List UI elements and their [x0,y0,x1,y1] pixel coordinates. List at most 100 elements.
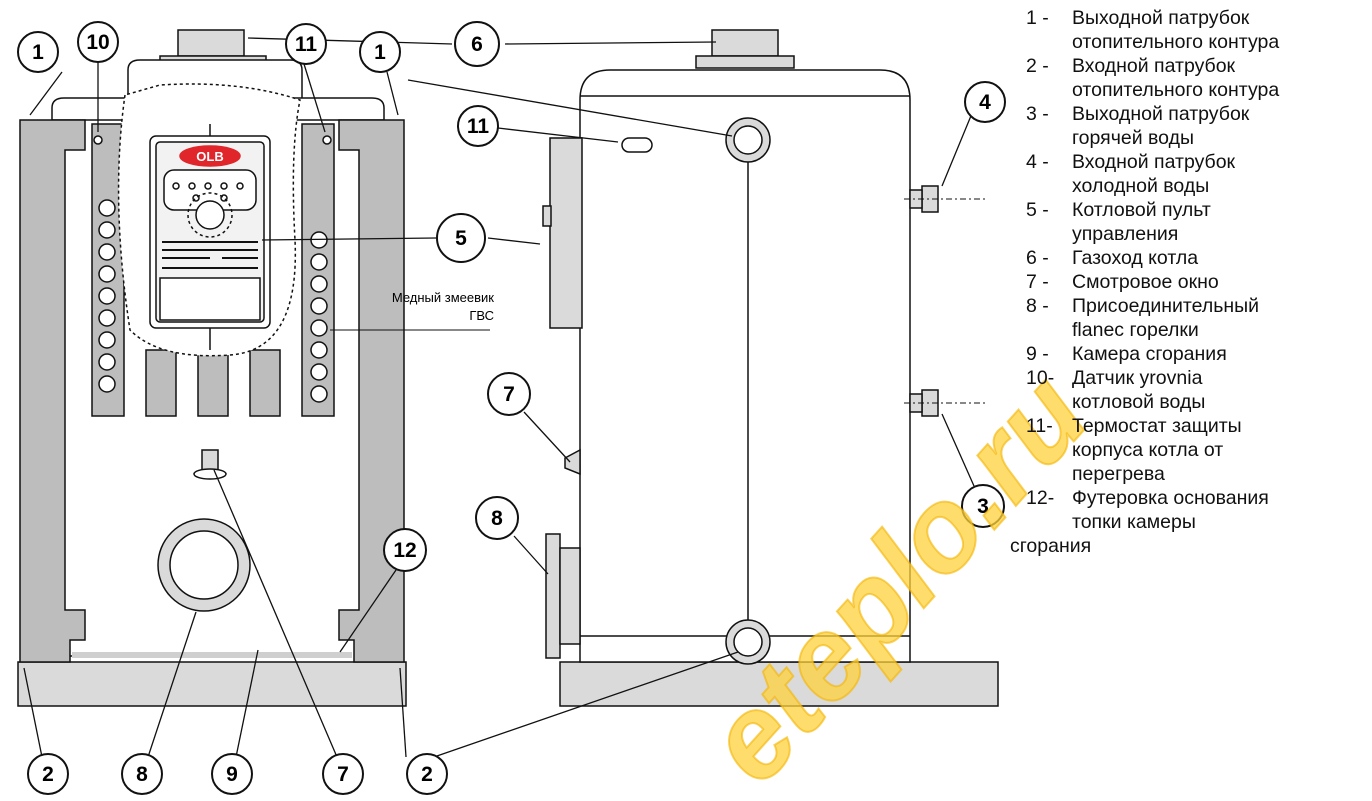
legend-tail: сгорания [1010,535,1092,557]
legend-number [1010,318,1072,342]
legend-number: 4 - [1026,151,1049,173]
callout-12-label: 12 [393,539,416,562]
side-base [559,661,999,707]
callout-11a-label: 11 [295,33,318,56]
legend-item: топки камеры [1010,510,1372,534]
legend-item: 3 - Выходной патрубок [1010,102,1372,126]
legend-text: топки камеры [1072,511,1196,533]
side-view [542,29,999,707]
legend-number [1010,438,1072,462]
callout-8b-label: 8 [136,763,148,786]
legend-text: Котловой пульт [1072,199,1211,221]
legend-item: 6 -Газоход котла [1010,246,1372,270]
callout-6: 6 [454,21,500,67]
callout-7a-label: 7 [503,383,515,406]
legend-item: 8 - Присоединительный [1010,294,1372,318]
callout-12: 12 [383,528,427,572]
legend-text: Выходной патрубок [1072,7,1250,29]
callout-2b-label: 2 [421,763,433,786]
legend-item: отопительного контура [1010,30,1372,54]
legend-text: управления [1072,223,1179,245]
legend-item: 10-Датчик yrovnia [1010,366,1372,390]
legend-item: корпуса котла от [1010,438,1372,462]
callout-11b-label: 11 [467,115,490,138]
legend-text: Термостат защиты [1072,415,1242,437]
legend-number: 7 - [1026,271,1049,293]
callout-3: 3 [961,484,1005,528]
callouts: 1 10 11 1 6 4 11 5 7 8 3 2 8 9 7 2 12 [17,21,1006,795]
side-control-panel [549,137,583,329]
callout-8a: 8 [475,496,519,540]
legend-number [1010,78,1072,102]
legend-text: котловой воды [1072,391,1206,413]
legend-number [1010,222,1072,246]
legend-text: Присоединительный [1072,295,1260,317]
legend-item: 5 - Котловой пульт [1010,198,1372,222]
callout-10-label: 10 [86,31,109,54]
front-view [17,29,407,707]
legend-text: горячей воды [1072,127,1194,149]
legend-number: 8 - [1026,295,1049,317]
legend-number: 1 - [1026,7,1049,29]
legend-text: холодной воды [1072,175,1210,197]
legend-text: Смотровое окно [1072,271,1219,293]
legend-number [1010,390,1072,414]
coil-label-line1: Медный змеевик [392,290,494,305]
legend-text: перегрева [1072,463,1165,485]
callout-1b: 1 [359,31,401,73]
legend-text: Датчик yrovnia [1072,367,1203,389]
legend-item: flanec горелки [1010,318,1372,342]
olb-badge-label: OLB [196,149,223,164]
legend-number: 3 - [1026,103,1049,125]
callout-6-label: 6 [471,33,483,56]
legend-text: отопительного контура [1072,31,1280,53]
legend-number: 9 - [1026,343,1049,365]
legend-item: 1 - Выходной патрубок [1010,6,1372,30]
legend-text: Камера сгорания [1072,343,1227,365]
coil-label-line2: ГВС [469,308,494,323]
callout-1a-label: 1 [32,41,44,64]
legend-text: Выходной патрубок [1072,103,1250,125]
legend-number: 6 - [1026,247,1049,269]
legend-item: холодной воды [1010,174,1372,198]
legend-text: Футеровка основания [1072,487,1269,509]
legend-number: 11- [1026,415,1053,437]
olb-badge [179,145,241,167]
front-right-wall [338,119,405,663]
legend-number [1010,126,1072,150]
legend-number: 2 - [1026,55,1049,77]
callout-7b: 7 [322,753,364,795]
side-body [579,69,911,663]
front-flue [177,29,245,57]
legend-text: Входной патрубок [1072,151,1236,173]
callout-11a: 11 [285,23,327,65]
callout-7a: 7 [487,372,531,416]
legend-item: горячей воды [1010,126,1372,150]
callout-11b: 11 [457,105,499,147]
legend-item: управления [1010,222,1372,246]
legend-number: 5 - [1026,199,1049,221]
legend-item: 4 - Входной патрубок [1010,150,1372,174]
legend-number [1010,30,1072,54]
callout-4: 4 [964,81,1006,123]
callout-8a-label: 8 [491,507,503,530]
legend-text: отопительного контура [1072,79,1280,101]
legend-text: Входной патрубок [1072,55,1236,77]
legend-item: 12- Футеровка основания [1010,486,1372,510]
callout-1a: 1 [17,31,59,73]
callout-1b-label: 1 [374,41,386,64]
callout-5: 5 [436,213,486,263]
floor-refractory [72,652,352,658]
callout-8b: 8 [121,753,163,795]
legend-item: 2 - Входной патрубок [1010,54,1372,78]
legend-number [1010,462,1072,486]
side-burner-flange [545,533,561,659]
legend-number: 12- [1026,487,1055,509]
legend-item: котловой воды [1010,390,1372,414]
callout-5-label: 5 [455,227,467,250]
legend-item: перегрева [1010,462,1372,486]
callout-2a-label: 2 [42,763,54,786]
front-base [17,661,407,707]
